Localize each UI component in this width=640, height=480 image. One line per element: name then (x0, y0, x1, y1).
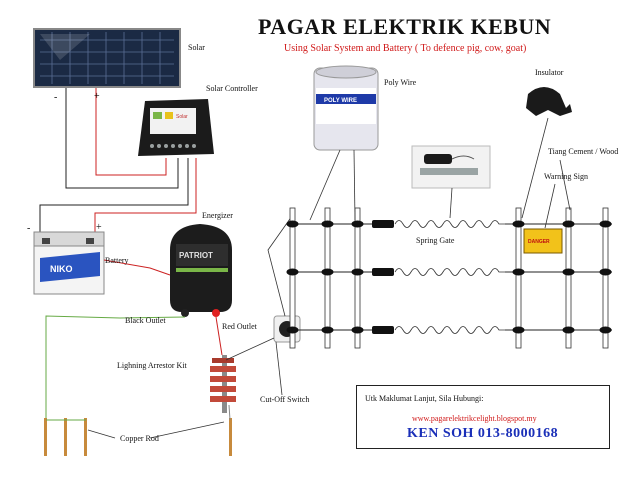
tiang-label: Tiang Cement / Wood (548, 147, 619, 156)
red-outlet-label: Red Outlet (222, 322, 257, 331)
solar-label: Solar (188, 43, 205, 52)
energizer-brand: PATRIOT (179, 251, 213, 260)
solar-panel (33, 28, 181, 88)
energizer: PATRIOT (170, 224, 232, 317)
energizer-label: Energizer (202, 211, 233, 220)
page-title: PAGAR ELEKTRIK KEBUN (258, 14, 552, 39)
lightning-arrestor-label: Lighning Arrestor Kit (117, 361, 187, 370)
fence-feed-wire (267, 215, 293, 317)
ground-wire (45, 315, 186, 420)
contact-name-phone: KEN SOH 013-8000168 (407, 426, 559, 441)
page-subtitle: Using Solar System and Battery ( To defe… (284, 43, 527, 54)
battery: NIKO (33, 231, 105, 295)
battery-minus-sign: - (27, 223, 31, 234)
battery-wires (39, 158, 197, 235)
poly-wire-spool: POLY WIRE (313, 65, 379, 151)
solar-controller-label: Solar Controller (206, 84, 258, 93)
fence-posts (286, 207, 612, 349)
contact-box: Utk Maklumat Lanjut, Sila Hubungi: www.p… (356, 385, 610, 449)
poly-wire-product-label: POLY WIRE (324, 98, 357, 104)
copper-rods (44, 418, 232, 456)
insulator-label: Insulator (535, 68, 564, 77)
cutoff-switch-label: Cut-Off Switch (260, 395, 310, 404)
insulator-product (526, 87, 572, 116)
contact-heading: Utk Maklumat Lanjut, Sila Hubungi: (365, 394, 484, 403)
solar-controller: Solar (138, 99, 214, 156)
battery-plus-sign: + (96, 222, 102, 233)
contact-website[interactable]: www.pagarelektrikcelight.blogspot.my (412, 414, 537, 423)
copper-rod-label: Copper Rod (120, 434, 159, 443)
solar-wires (65, 88, 179, 189)
solar-minus-sign: - (54, 92, 58, 103)
controller-brand: Solar (176, 114, 188, 120)
battery-label: Battery (105, 256, 129, 265)
spring-gate (394, 220, 517, 334)
spring-gate-label: Spring Gate (416, 236, 455, 245)
solar-plus-sign: + (94, 91, 100, 102)
gate-handle-product (411, 145, 491, 189)
warning-sign: DANGER (523, 228, 563, 254)
lightning-arrestor (210, 355, 236, 421)
black-outlet-label: Black Outlet (125, 316, 166, 325)
poly-wire-label: Poly Wire (384, 78, 417, 87)
energizer-battery-wire (103, 259, 171, 276)
warning-sign-label: Warning Sign (544, 172, 589, 181)
warning-sign-text: DANGER (528, 239, 550, 245)
arrestor-wire (215, 316, 223, 356)
gate-handles (372, 220, 394, 334)
battery-brand: NIKO (50, 264, 73, 274)
